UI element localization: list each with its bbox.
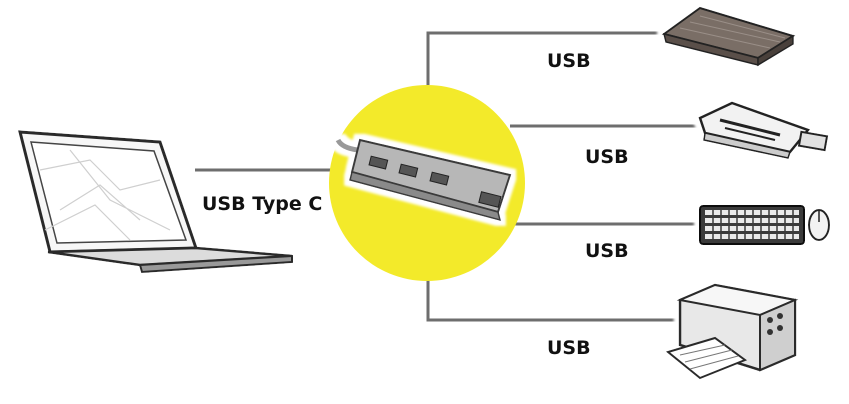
line-hub-to-printer (426, 280, 680, 322)
external-drive-icon (661, 6, 796, 67)
usb-hub-icon (335, 138, 512, 222)
label-usb-type-c: USB Type C (202, 193, 322, 215)
printer-icon (665, 283, 799, 380)
label-usb-keyboard: USB (585, 240, 629, 262)
line-hub-to-storage (426, 31, 670, 85)
keyboard-icon (699, 205, 805, 245)
label-usb-printer: USB (547, 337, 591, 359)
card-reader-icon (698, 101, 829, 159)
label-usb-storage: USB (547, 50, 591, 72)
mouse-icon (808, 209, 830, 241)
laptop-icon (18, 130, 293, 274)
label-usb-card-reader: USB (585, 146, 629, 168)
connection-lines (195, 31, 705, 322)
